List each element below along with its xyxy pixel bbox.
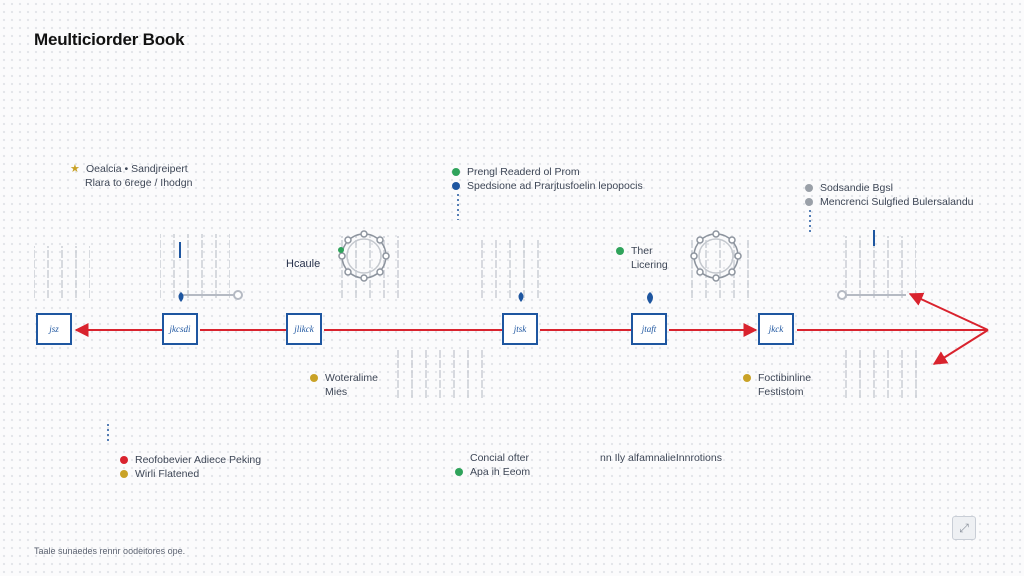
note-bottom-right: nn Ily alfamnalieInnrotions (600, 452, 722, 464)
flow-node[interactable]: jkck (758, 313, 794, 345)
diagram-title: Meulticiorder Book (34, 30, 185, 49)
note-top-right: Sodsandie Bgsl Mencrenci Sulgfied Bulers… (805, 181, 974, 209)
expand-icon: ⤢ (959, 520, 969, 535)
flow-node[interactable]: jkcsdi (162, 313, 198, 345)
background-bar-clusters (34, 234, 926, 400)
flow-node-label: jtaft (641, 324, 657, 334)
note-top-center: Prengl Readerd ol Prom Spedsione ad Prar… (452, 165, 643, 193)
flow-node[interactable]: jtaft (631, 313, 667, 345)
note-lower-left: Woteralime Mies (310, 371, 378, 399)
red-dot-icon (120, 456, 128, 464)
note-mid-right: Ther Licering (616, 244, 668, 272)
star-icon: ★ (70, 162, 80, 175)
flow-node-label: jsz (49, 324, 59, 334)
flow-node[interactable]: jtsk (502, 313, 538, 345)
connector-stubs (107, 194, 906, 444)
flow-node[interactable]: jlikck (286, 313, 322, 345)
flow-node-label: jtsk (513, 324, 527, 334)
flow-arrows (74, 292, 989, 365)
drop-icon (178, 292, 653, 304)
expand-button[interactable]: ⤢ (952, 516, 976, 540)
note-lower-right: Foctibinline Festistom (743, 371, 811, 399)
flow-node[interactable]: jsz (36, 313, 72, 345)
green-dot-icon (452, 168, 460, 176)
grey-dot-icon (805, 184, 813, 192)
gear-ring-icon (690, 230, 742, 282)
gold-dot-icon (310, 374, 318, 382)
label-mid-left: Hcaule (286, 258, 321, 270)
grey-dot-icon (805, 198, 813, 206)
gold-dot-icon (120, 470, 128, 478)
flow-node-label: jlikck (294, 324, 314, 334)
green-dot-icon (616, 247, 624, 255)
flow-node-label: jkck (768, 324, 784, 334)
footer-caption: Taale sunaedes rennr oodeitores ope. (34, 546, 186, 556)
note-top-left: ★Oealcia • Sandjreipert Rlara to 6rege /… (70, 162, 193, 189)
blue-dot-icon (452, 182, 460, 190)
flow-node-label: jkcsdi (169, 324, 191, 334)
gear-ring-icon (338, 230, 390, 282)
green-dot-icon (455, 468, 463, 476)
gold-dot-icon (743, 374, 751, 382)
note-bottom-center: Concial ofter Apa ih Eeom (455, 451, 530, 479)
note-bottom-left: Reofobevier Adiece Peking Wirli Flatened (120, 453, 261, 481)
